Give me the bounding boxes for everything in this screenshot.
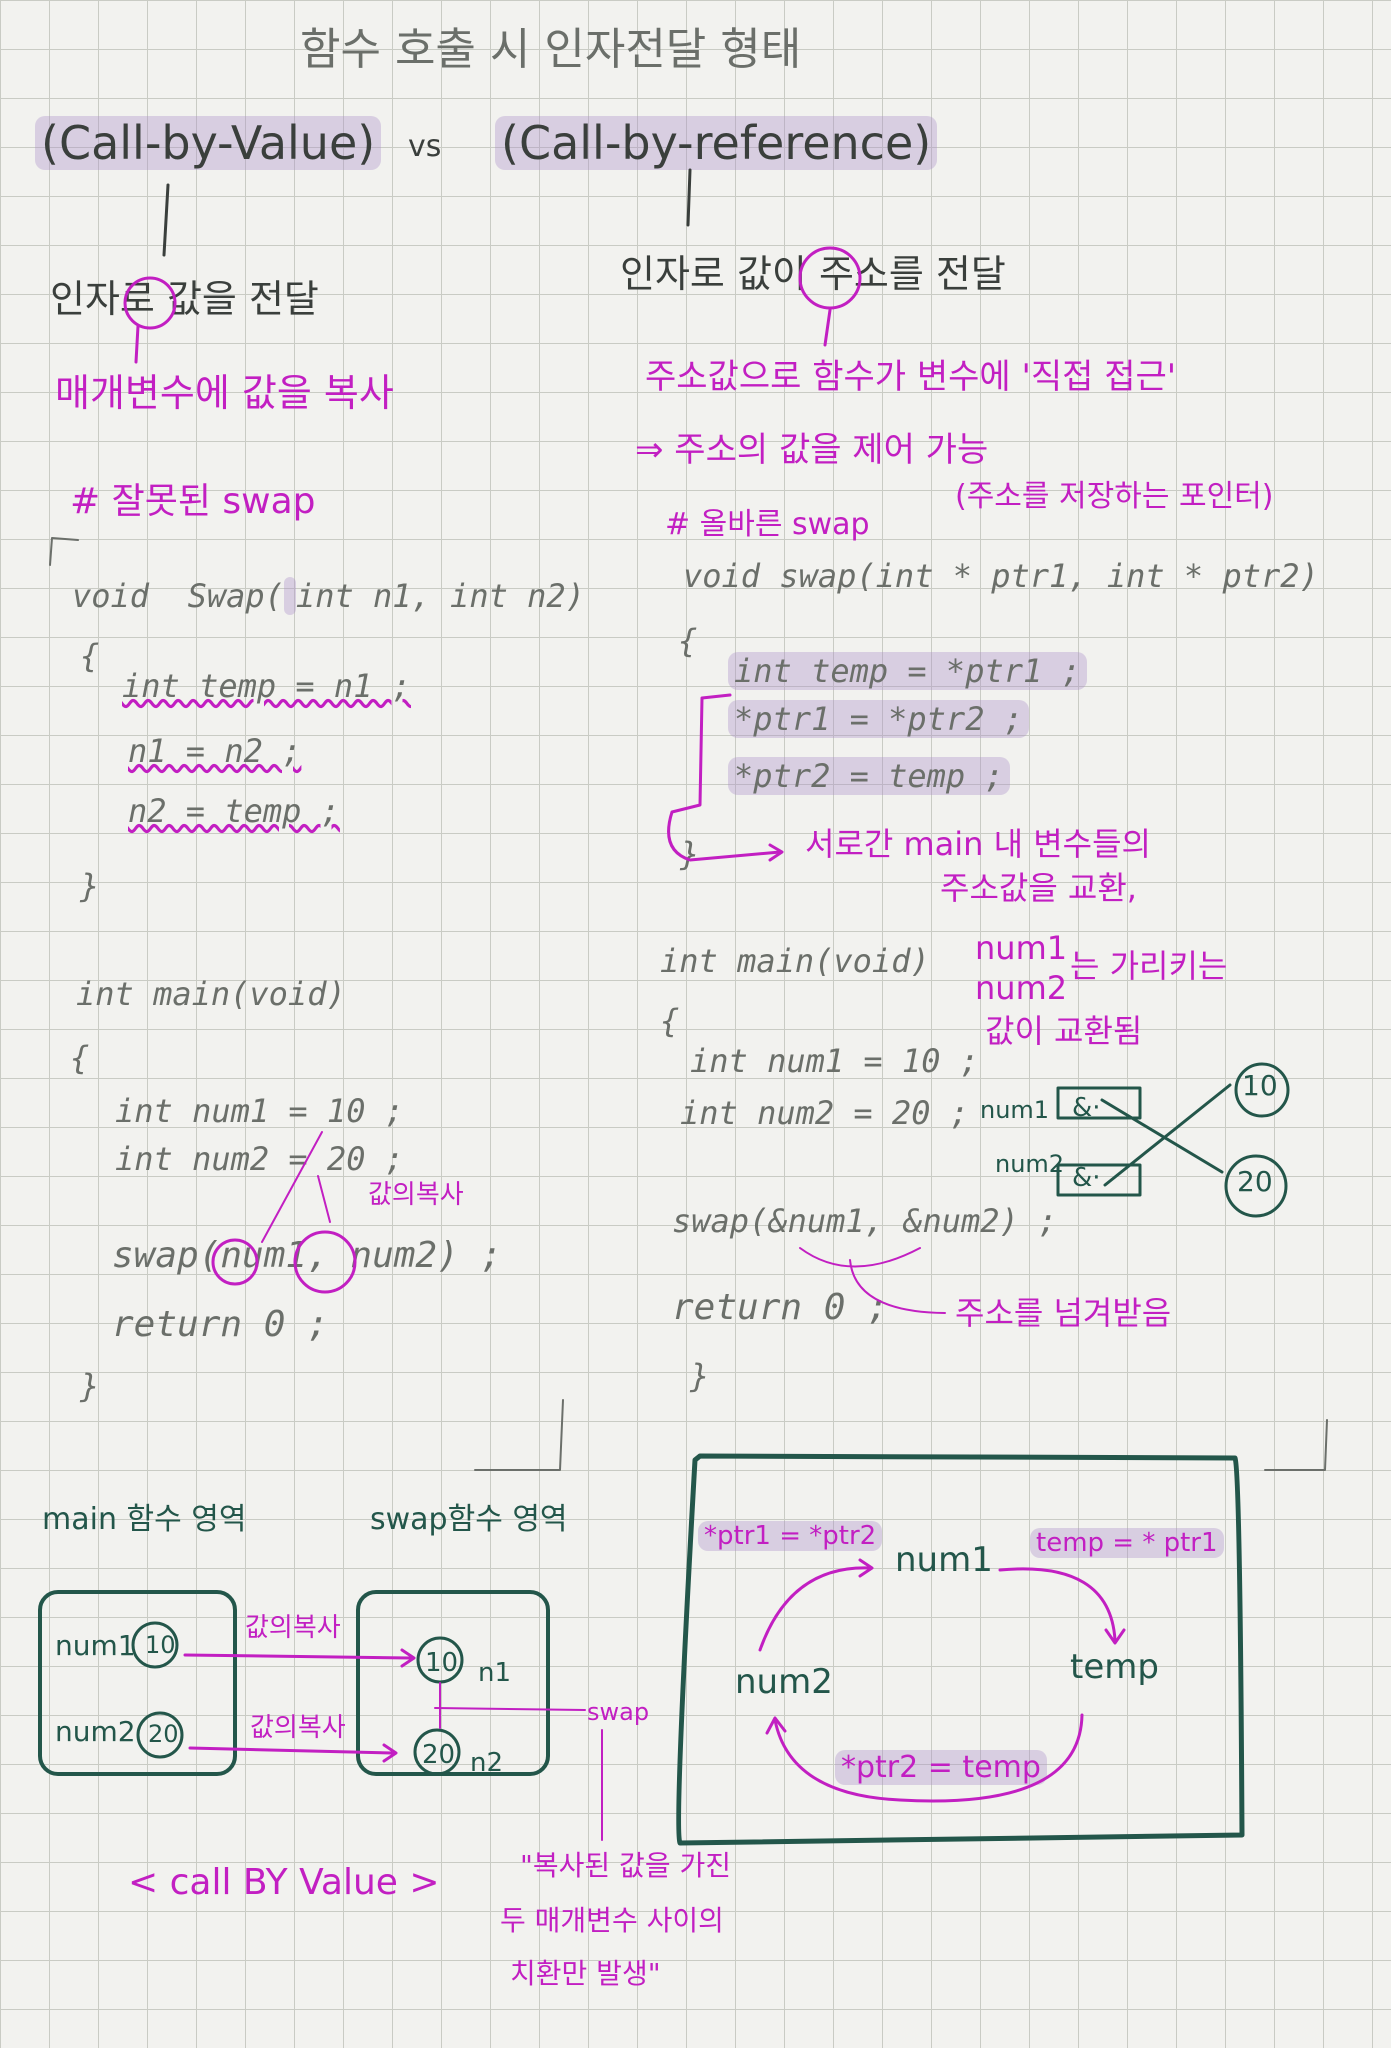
quote-line: 두 매개변수 사이의: [500, 1904, 724, 1937]
main-val: 20: [148, 1720, 179, 1748]
swap-var: n2: [470, 1748, 504, 1778]
num-note: 값이 교환됨: [985, 1012, 1143, 1050]
main-val: 10: [145, 1631, 176, 1659]
num-note: num1: [975, 929, 1068, 967]
circle-value: 20: [1237, 1165, 1273, 1198]
ref-eq: *ptr2 = temp: [835, 1750, 1047, 1785]
code-line: {: [678, 622, 698, 660]
code-line: int temp = n1 ;: [122, 667, 411, 705]
code-line: int num1 = 10 ;: [115, 1092, 404, 1130]
cbv-label: (Call-by-Value): [35, 116, 382, 170]
code-line: int main(void): [660, 942, 930, 980]
copy-label: 값의복사: [245, 1613, 341, 1643]
cbr-label: (Call-by-reference): [495, 116, 938, 170]
num-note: num2: [975, 969, 1068, 1007]
circle-value: 10: [1242, 1069, 1278, 1102]
box-label: num2: [995, 1150, 1065, 1178]
main-var: num1: [55, 1629, 136, 1662]
code-line: return 0 ;: [112, 1304, 329, 1345]
page-title: 함수 호출 시 인자전달 형태: [300, 24, 802, 75]
swap-val: 10: [425, 1648, 459, 1678]
code-line: n1 = n2 ;: [128, 732, 302, 770]
code-line: {: [80, 637, 100, 675]
cbv-description: 인자로 값을 전달: [50, 277, 319, 321]
ref-eq: temp = * ptr1: [1030, 1528, 1224, 1558]
code-line: {: [70, 1039, 90, 1077]
cbr-note: 주소값으로 함수가 변수에 '직접 접근': [645, 357, 1177, 397]
ref-num1: num1: [895, 1540, 993, 1580]
code-line: void swap(int * ptr1, int * ptr2): [683, 557, 1319, 595]
quote-line: "복사된 값을 가진: [520, 1849, 732, 1882]
code-line: n2 = temp ;: [128, 792, 340, 830]
code-line: swap(num1, num2) ;: [112, 1235, 503, 1276]
cbr-note-2: ⇒ 주소의 값을 제어 가능: [635, 430, 989, 470]
main-area-label: main 함수 영역: [42, 1502, 247, 1537]
cbr-description: 인자로 값이 주소를 전달: [620, 252, 1006, 296]
code-line: return 0 ;: [672, 1287, 889, 1328]
code-line: }: [680, 835, 700, 873]
swap-note-1: 서로간 main 내 변수들의: [805, 825, 1151, 863]
code-line: }: [690, 1357, 710, 1395]
ref-eq: *ptr1 = *ptr2: [698, 1521, 883, 1551]
cbv-note: 매개변수에 값을 복사: [55, 371, 394, 415]
copy-label: 값의복사: [250, 1713, 346, 1743]
code-line: {: [660, 1002, 680, 1040]
code-line: void Swap(int n1, int n2): [72, 577, 585, 615]
code-line: *ptr1 = *ptr2 ;: [728, 700, 1029, 738]
code-line: int num1 = 10 ;: [690, 1042, 979, 1080]
receive-note: 주소를 넘겨받음: [955, 1294, 1172, 1332]
main-var: num2: [55, 1715, 136, 1748]
box-label: num1: [980, 1096, 1050, 1124]
swap-val: 20: [422, 1740, 456, 1770]
right-swap-heading: # 올바른 swap: [665, 507, 870, 542]
wrong-swap-heading: # 잘못된 swap: [70, 481, 316, 522]
ref-num2: num2: [735, 1662, 833, 1702]
ref-temp: temp: [1070, 1647, 1159, 1687]
code-line: int num2 = 20 ;: [115, 1140, 404, 1178]
code-line: int num2 = 20 ;: [680, 1094, 969, 1132]
code-line: }: [80, 867, 100, 905]
pointer-note: (주소를 저장하는 포인터): [955, 479, 1274, 514]
code-line: *ptr2 = temp ;: [728, 757, 1010, 795]
quote-line: 치환만 발생": [510, 1957, 661, 1990]
code-line: swap(&num1, &num2) ;: [672, 1202, 1058, 1240]
swap-note-2: 주소값을 교환,: [940, 869, 1137, 907]
code-line: int main(void): [76, 975, 346, 1013]
num-note: 는 가리키는: [1070, 947, 1228, 985]
copy-note: 값의복사: [368, 1180, 464, 1210]
cbv-caption: < call BY Value >: [128, 1862, 440, 1903]
code-line: }: [80, 1367, 100, 1405]
box-value: &·: [1072, 1163, 1101, 1193]
vs-label: vs: [408, 129, 442, 164]
swap-area-label: swap함수 영역: [370, 1502, 568, 1537]
swap-var: n1: [478, 1658, 512, 1688]
swap-word: swap: [587, 1698, 650, 1726]
code-line: int temp = *ptr1 ;: [728, 652, 1087, 690]
